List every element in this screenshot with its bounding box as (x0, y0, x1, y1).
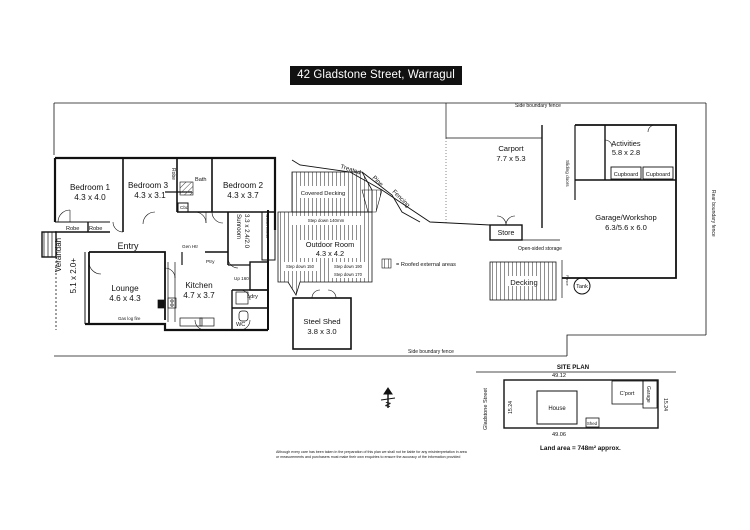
compass-n-label: N (385, 402, 393, 408)
bedroom3-label: Bedroom 3 (128, 181, 168, 190)
entry-label: Entry (117, 241, 139, 251)
verandah-dims: 5.1 x 2.0+ (69, 258, 78, 294)
tank-label: Tank (576, 284, 588, 290)
gas-log-fire-label: Gas log fire (118, 316, 141, 321)
lounge-label: Lounge (111, 284, 139, 293)
verandah-label: Verandah (54, 238, 63, 272)
covered-decking: Covered Decking (291, 171, 383, 213)
verandah (41, 231, 86, 330)
site-carport-label: C'port (620, 391, 635, 397)
step-down-150: Step down 150 (286, 264, 315, 269)
bath-label: Bath (195, 177, 207, 183)
garage-workshop-dims: 6.3/5.6 x 6.0 (605, 223, 647, 232)
steel-shed: Steel Shed 3.8 x 3.0 (292, 289, 352, 350)
site-bottom-width: 49.06 (552, 432, 566, 438)
tank-circle (573, 277, 591, 295)
boundary-fences (53, 102, 707, 357)
site-street-label: Gladstone Street (483, 388, 489, 430)
outdoor-room-dims: 4.3 x 4.2 (316, 249, 344, 258)
door-swings (57, 209, 251, 331)
cbd-label: Cbd (180, 205, 189, 210)
kitchen-label: Kitchen (185, 281, 213, 290)
garage-workshop-label: Garage/Workshop (595, 213, 656, 222)
site-left-depth: 15.24 (508, 401, 514, 414)
step-down-170: Step down 170 (334, 272, 363, 277)
bedroom2-dims: 4.3 x 3.7 (227, 191, 259, 200)
plan-title: 42 Gladstone Street, Warragul (290, 66, 462, 85)
site-right-depth: 15.24 (662, 398, 668, 411)
disclaimer-line-1: Although every care has been taken in th… (276, 450, 467, 454)
robe1b-label: Robe (89, 226, 102, 232)
legend-swatch (381, 258, 392, 269)
steel-shed-label: Steel Shed (303, 317, 340, 326)
site-plan: SITE PLAN 49.12 49.06 15.24 15.24 Gladst… (476, 364, 676, 452)
side-fence-label-top: Side boundary fence (515, 103, 561, 109)
cupboard-1-label: Cupboard (614, 172, 639, 178)
covered-decking-label: Covered Decking (301, 191, 345, 197)
steel-shed-dims: 3.8 x 3.0 (307, 327, 336, 336)
site-garage-label: Garage (645, 386, 651, 403)
fencing-label-pine: Pine (371, 174, 385, 188)
activities-label: Activities (611, 139, 640, 148)
side-fence-label-bottom: Side boundary fence (408, 349, 454, 355)
wc-label: WC (236, 322, 245, 328)
sunroom-label: Sunroom (235, 214, 242, 239)
site-house-label: House (548, 406, 566, 412)
gen-htr-label: Gen Htr (182, 244, 199, 249)
bedroom1-label: Bedroom 1 (70, 183, 110, 192)
kitchen-fixtures (157, 262, 249, 327)
up-label: Up 160 (234, 276, 249, 281)
bedroom3-dims: 4.3 x 3.1 (134, 191, 166, 200)
bedroom2-label: Bedroom 2 (223, 181, 263, 190)
carport-dims: 7.7 x 5.3 (496, 154, 525, 163)
step-down-140: Step down 140mm (308, 218, 345, 223)
house-walls (53, 156, 277, 332)
land-area-label: Land area = 748m² approx. (540, 445, 621, 452)
ptry-label: Ptry (206, 259, 215, 265)
sliding-doors-label: Sliding doors (565, 160, 570, 187)
store-label: Store (498, 230, 515, 237)
outdoor-room-label: Outdoor Room (306, 240, 354, 249)
kitchen-dims: 4.7 x 3.7 (183, 291, 215, 300)
sunroom-dims: 3.3 x 2.4/2.0 (243, 214, 250, 249)
cupboard-2-label: Cupboard (646, 172, 671, 178)
bath-tub (179, 181, 194, 196)
north-compass: N (380, 387, 396, 408)
treated-pine-fencing (291, 159, 491, 226)
open-sided-storage-label: Open-sided storage (518, 246, 562, 252)
step-down-190: Step down 190 (334, 264, 363, 269)
outdoor-room: Outdoor Room 4.3 x 4.2 Step down 140mm S… (277, 211, 373, 296)
decking-label: Decking (510, 278, 537, 287)
robe3-label: Robe (170, 168, 176, 180)
decking: Decking (489, 261, 557, 301)
lounge-dims: 4.6 x 4.3 (109, 294, 141, 303)
fencing-label-fencing: Fencing (391, 188, 412, 209)
rear-fence-label: Rear boundary fence (710, 190, 716, 237)
carport-label: Carport (498, 144, 524, 153)
disclaimer-line-2: or measurements and purchasers must make… (276, 455, 460, 459)
legend-roofed-label: = Roofed external areas (396, 262, 456, 268)
site-plan-title: SITE PLAN (557, 364, 590, 371)
site-shed-label: Shed (587, 421, 598, 426)
robe1a-label: Robe (66, 226, 79, 232)
bedroom1-dims: 4.3 x 4.0 (74, 193, 106, 202)
ldry-label: Ldry (247, 294, 258, 300)
fence-label: Fence (565, 275, 569, 286)
carport-garage (445, 103, 677, 298)
shower-recess-label: Shower recess (265, 214, 269, 238)
activities-dims: 5.8 x 2.8 (612, 148, 640, 157)
site-top-width: 49.12 (552, 373, 566, 379)
